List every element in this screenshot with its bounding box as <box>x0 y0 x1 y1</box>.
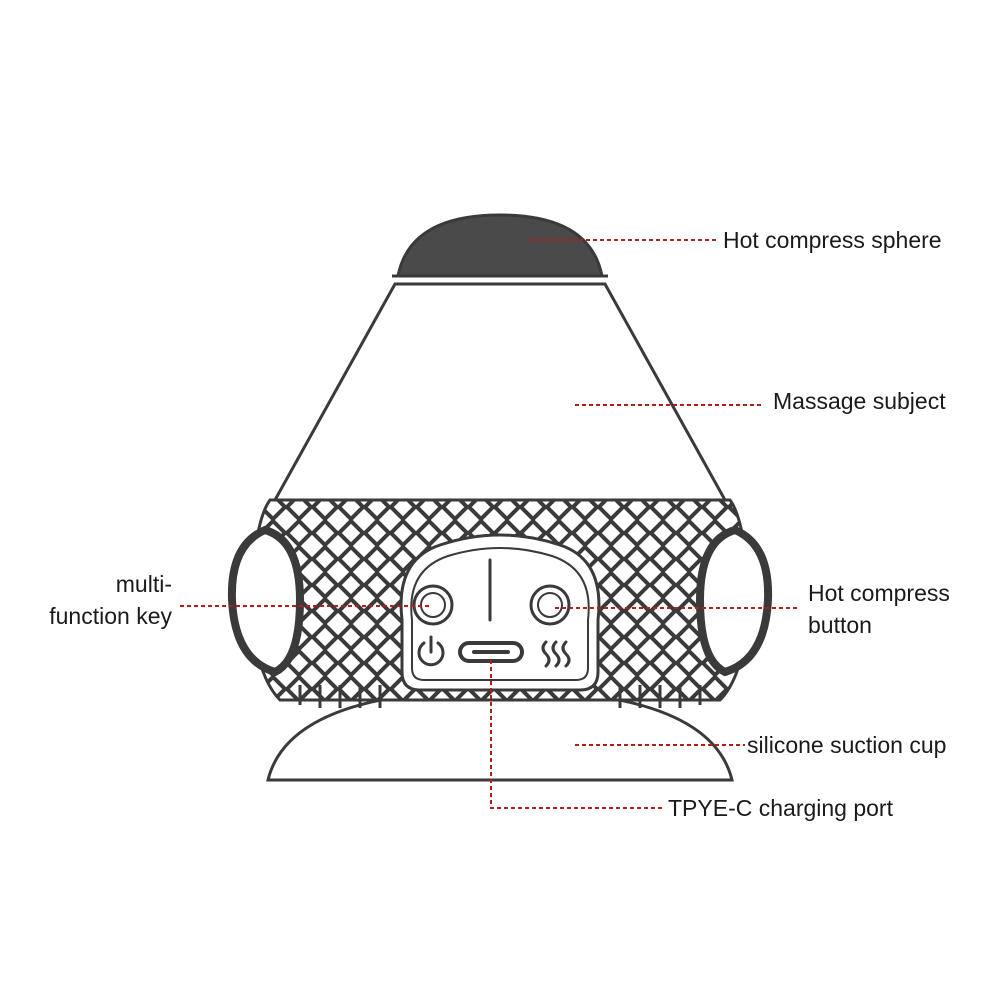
leader-usb-c-port <box>490 660 662 809</box>
label-multi-function-key-line2: function key <box>49 603 172 629</box>
suction-cup <box>266 688 734 782</box>
label-multi-function-key-line1: multi- <box>115 571 172 597</box>
label-hot-compress-button-line2: button <box>808 612 872 638</box>
heat-waves-icon <box>541 640 571 668</box>
left-side-pad <box>227 525 305 677</box>
label-silicone-suction-cup: silicone suction cup <box>747 732 947 758</box>
leader-lines <box>180 239 800 809</box>
label-massage-subject: Massage subject <box>773 388 946 414</box>
label-multi-function-key: multi- function key <box>30 568 172 632</box>
massage-body <box>272 282 728 502</box>
label-type-c-charging-port: TPYE-C charging port <box>668 795 893 821</box>
label-hot-compress-sphere: Hot compress sphere <box>723 227 942 253</box>
usb-c-port-icon <box>458 641 524 663</box>
control-panel <box>399 533 601 692</box>
right-side-pad <box>695 525 773 677</box>
label-hot-compress-button-line1: Hot compress <box>808 580 950 606</box>
label-hot-compress-button: Hot compress button <box>808 577 950 641</box>
power-icon <box>417 635 445 667</box>
multi-function-key-button <box>412 584 454 626</box>
hot-compress-sphere <box>396 213 604 278</box>
hot-compress-button <box>529 584 571 626</box>
